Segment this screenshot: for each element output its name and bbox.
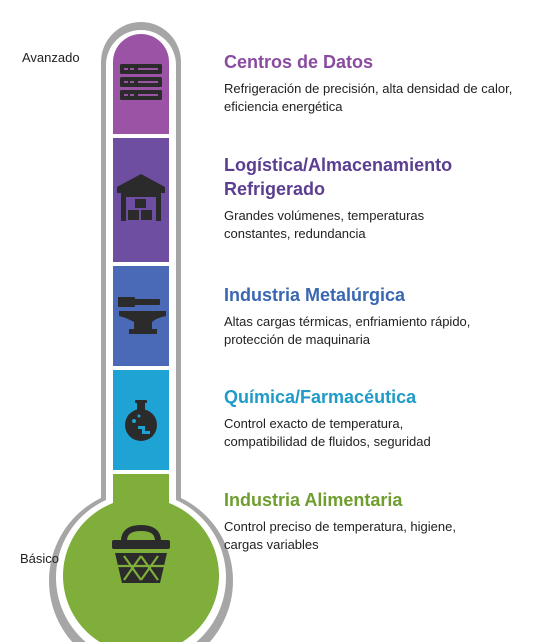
level-description: Altas cargas térmicas, enfriamiento rápi… [224,314,471,347]
level-description: Grandes volúmenes, temperaturas constant… [224,208,425,241]
scale-bottom-label: Básico [20,551,60,566]
level-food-industry: Industria Alimentaria Control preciso de… [224,488,540,554]
level-data-centers: Centros de Datos Refrigeración de precis… [224,50,540,116]
scale-top-label: Avanzado [22,50,80,65]
warehouse-icon [117,174,165,221]
level-description: Control preciso de temperatura, higiene,… [224,519,456,552]
flask-icon [125,400,157,441]
level-chem-pharma: Química/Farmacéutica Control exacto de t… [224,385,540,451]
level-cold-storage: Logística/Almacenamiento Refrigerado Gra… [224,153,540,243]
level-title: Química/Farmacéutica [224,387,417,407]
level-description: Control exacto de temperatura, compatibi… [224,416,431,449]
level-title: Logística/Almacenamiento Refrigerado [224,155,453,199]
basket-icon [112,524,170,583]
level-title: Industria Alimentaria [224,490,403,510]
anvil-hammer-icon [118,297,166,334]
server-rack-icon [120,64,162,100]
level-title: Centros de Datos [224,52,374,72]
level-metallurgy: Industria Metalúrgica Altas cargas térmi… [224,283,540,349]
level-description: Refrigeración de precisión, alta densida… [224,81,513,114]
level-title: Industria Metalúrgica [224,285,406,305]
